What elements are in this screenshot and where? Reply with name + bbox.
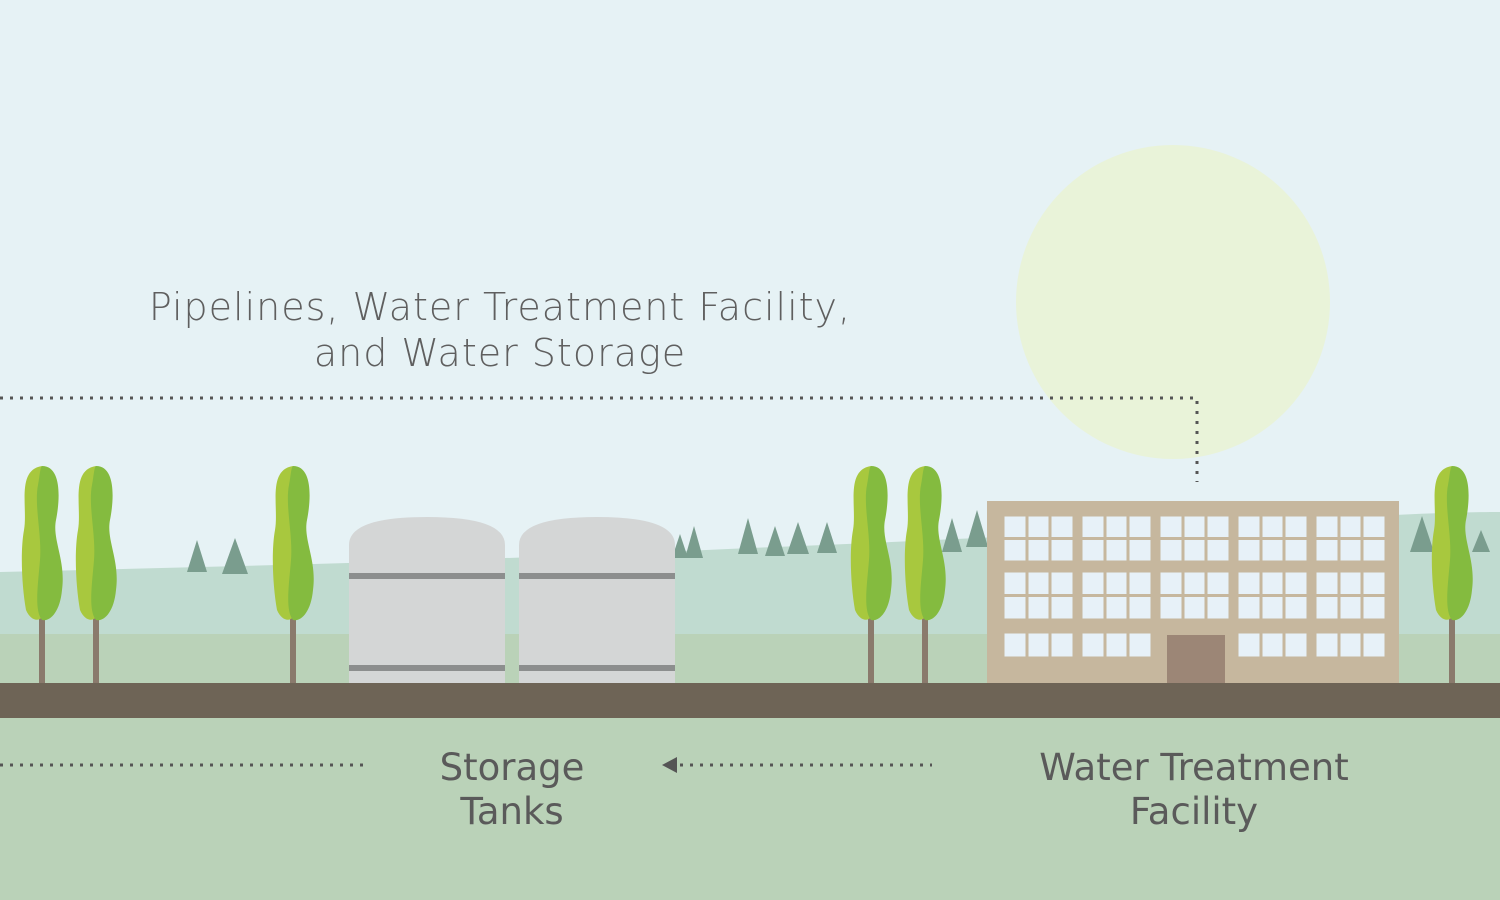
water-treatment-building	[987, 501, 1399, 683]
tree-icon	[850, 466, 892, 685]
pine-tree-icon	[672, 534, 688, 558]
storage-label-line-1: Storage	[439, 746, 585, 789]
pine-tree-icon	[1472, 530, 1490, 552]
window-icon	[1079, 513, 1154, 564]
window-icon	[1001, 630, 1076, 660]
window-icon	[1157, 569, 1232, 622]
header-line-2: and Water Storage	[313, 330, 687, 375]
building-windows	[1001, 513, 1388, 660]
header-label: Pipelines, Water Treatment Facility, and…	[120, 285, 880, 376]
tree-icon	[75, 466, 117, 685]
facility-label: Water Treatment Facility	[1000, 746, 1388, 835]
pipeline-connector	[0, 396, 1199, 482]
flow-arrow-icon	[662, 757, 677, 773]
window-icon	[1235, 513, 1310, 564]
tree-icon	[272, 466, 314, 685]
pine-tree-icon	[1410, 516, 1434, 552]
storage-tanks-label: Storage Tanks	[380, 746, 644, 835]
window-icon	[1001, 513, 1076, 564]
pine-tree-icon	[187, 540, 207, 572]
window-icon	[1235, 569, 1310, 622]
facility-label-line-1: Water Treatment	[1039, 746, 1349, 789]
window-icon	[1313, 630, 1388, 660]
pine-tree-icon	[765, 526, 785, 556]
pine-tree-icon	[787, 522, 809, 554]
window-icon	[1235, 630, 1310, 660]
header-line-1: Pipelines, Water Treatment Facility,	[148, 285, 852, 329]
pine-tree-icon	[222, 538, 248, 574]
pine-tree-icon	[685, 526, 703, 558]
trees	[21, 466, 1473, 685]
window-icon	[1157, 513, 1232, 564]
pine-tree-icon	[942, 518, 962, 552]
pine-trees	[187, 510, 1490, 574]
storage-tank	[349, 517, 505, 683]
window-icon	[1313, 513, 1388, 564]
window-icon	[1001, 569, 1076, 622]
storage-label-line-2: Tanks	[460, 790, 564, 834]
window-icon	[1079, 630, 1154, 660]
tree-icon	[1431, 466, 1473, 685]
connector-lines	[0, 396, 1199, 767]
facility-label-line-2: Facility	[1129, 790, 1259, 834]
pine-tree-icon	[966, 510, 988, 547]
building-door	[1167, 635, 1225, 683]
tree-icon	[904, 466, 946, 685]
pine-tree-icon	[817, 522, 837, 553]
pine-tree-icon	[738, 518, 758, 554]
ground-strip	[0, 683, 1500, 718]
window-icon	[1079, 569, 1154, 622]
storage-tank	[519, 517, 675, 683]
tree-icon	[21, 466, 63, 685]
storage-tanks	[349, 517, 675, 683]
window-icon	[1313, 569, 1388, 622]
sun-icon	[1016, 145, 1330, 459]
